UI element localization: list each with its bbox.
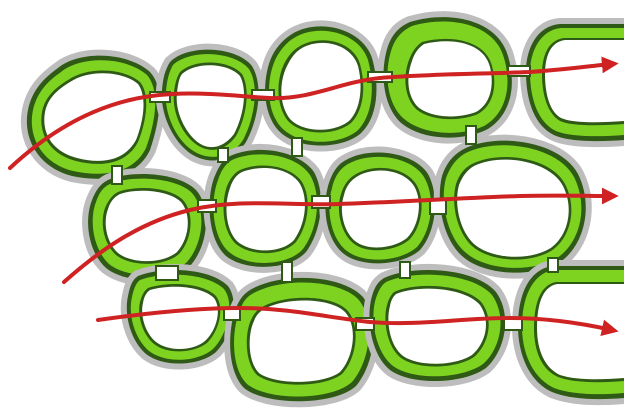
cell-r3-c3 <box>369 270 505 381</box>
cell-r1-c3 <box>265 26 376 145</box>
pit-connection <box>156 266 178 280</box>
cell-r2-c4 <box>440 141 586 273</box>
pit-connection <box>112 166 122 184</box>
cell-r2-c3 <box>325 152 435 263</box>
cell-r1-c1 <box>27 56 160 179</box>
pit-connection <box>218 148 228 162</box>
cell-r3-c4 <box>518 266 624 399</box>
pit-connection <box>548 258 558 272</box>
cell-r1-c5 <box>526 24 624 141</box>
pit-connection <box>292 138 302 156</box>
cell-r3-c1 <box>127 270 234 364</box>
cell-r3-c2 <box>230 278 373 401</box>
cell-r2-c2 <box>210 150 321 267</box>
pit-connection <box>430 200 446 214</box>
pit-connection <box>400 262 410 278</box>
cell-r1-c2 <box>162 50 259 161</box>
pit-connection <box>466 126 476 144</box>
pit-connection <box>282 262 292 282</box>
